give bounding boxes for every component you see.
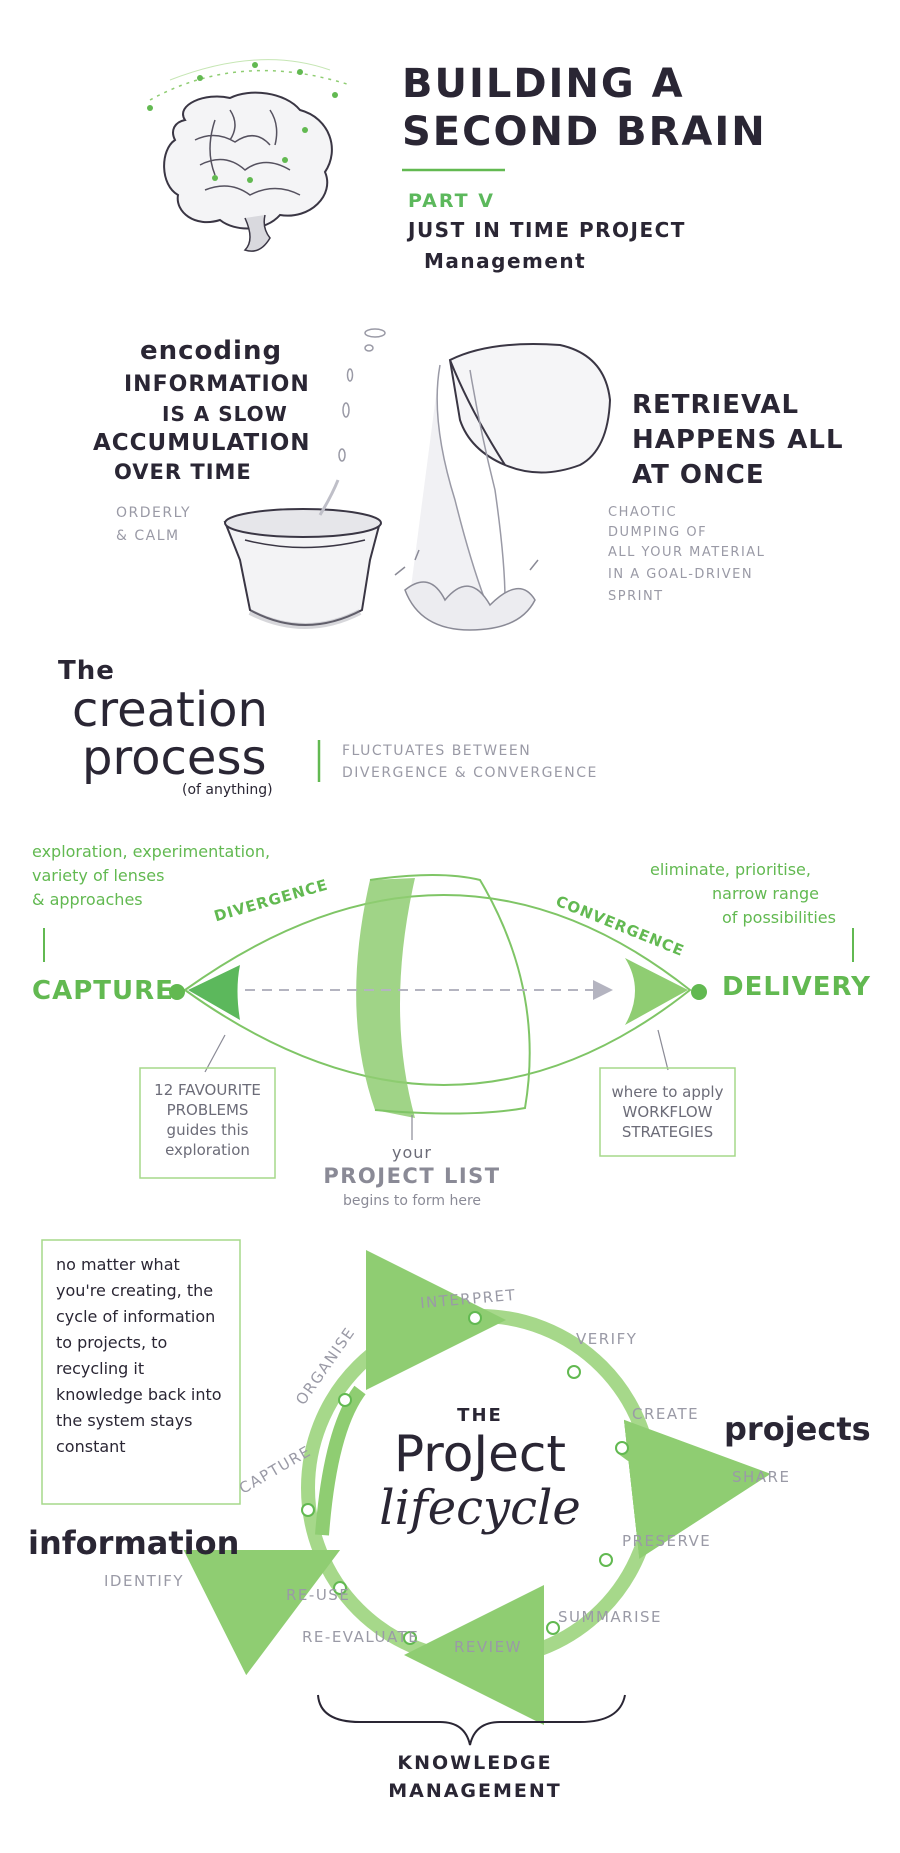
stage-re-evaluate: RE-EVALUATE (302, 1628, 420, 1646)
creation-the: The (58, 656, 115, 686)
creation-note-2: DIVERGENCE & CONVERGENCE (342, 765, 598, 781)
lifecycle-cycle (183, 1250, 771, 1725)
workflow-strategies-box: where to apply WORKFLOW STRATEGIES (611, 1083, 724, 1141)
retrieval-note-5: SPRINT (608, 589, 664, 604)
retrieval-note-4: IN A GOAL-DRIVEN (608, 567, 754, 582)
subtitle-line-2: Management (424, 249, 587, 273)
divergence-note-1: exploration, experimentation, (32, 842, 271, 861)
process-word: process (82, 730, 267, 786)
management-label: MANAGEMENT (388, 1780, 562, 1802)
plant-pot-icon (223, 328, 386, 629)
subtitle-line-1: JUST IN TIME PROJECT (408, 218, 686, 242)
convergence-note-3: of possibilities (722, 908, 836, 927)
capture-label: CAPTURE (32, 976, 174, 1006)
brain-icon (147, 59, 351, 252)
information-label: information (28, 1524, 240, 1562)
title-line-2: SECOND BRAIN (402, 109, 767, 155)
retrieval-line-3: AT ONCE (632, 460, 765, 490)
divergence-convergence-diagram (43, 874, 854, 1179)
stage-verify: VERIFY (576, 1330, 638, 1348)
favourite-problems-box: 12 FAVOURITE PROBLEMS guides this explor… (154, 1081, 261, 1159)
encoding-line-5: OVER TIME (114, 460, 252, 484)
encoding-note-2: & CALM (116, 528, 180, 544)
stage-summarise: SUMMARISE (558, 1608, 662, 1626)
lifecycle-the: THE (457, 1405, 503, 1426)
convergence-note-1: eliminate, prioritise, (650, 860, 811, 879)
lifecycle-note-box (41, 1239, 241, 1505)
stage-share: SHARE (732, 1468, 791, 1486)
lifecycle-note: no matter what you're creating, the cycl… (56, 1255, 222, 1456)
retrieval-note-1: CHAOTIC (608, 505, 678, 520)
pouring-pot-icon (394, 343, 612, 631)
divergence-note-3: & approaches (32, 890, 143, 909)
retrieval-note-2: DUMPING OF (608, 525, 708, 540)
encoding-line-1: encoding (140, 336, 283, 366)
knowledge-brace (317, 1694, 626, 1746)
convergence-note-2: narrow range (712, 884, 819, 903)
encoding-line-3: IS A SLOW (162, 402, 288, 426)
begins-label: begins to form here (342, 1193, 482, 1209)
encoding-line-4: ACCUMULATION (93, 430, 311, 456)
knowledge-label: KNOWLEDGE (397, 1752, 553, 1774)
retrieval-note-3: ALL YOUR MATERIAL (608, 545, 766, 560)
projects-label: projects (724, 1410, 871, 1448)
of-anything: (of anything) (182, 782, 273, 798)
part-label: PART V (408, 190, 495, 212)
project-list-label: PROJECT LIST (323, 1164, 501, 1188)
stage-create: CREATE (632, 1405, 700, 1423)
creation-note-1: FLUCTUATES BETWEEN (342, 743, 532, 759)
your-label: your (392, 1143, 432, 1162)
divergence-note-2: variety of lenses (32, 866, 165, 885)
retrieval-line-1: RETRIEVAL (632, 390, 800, 420)
lifecycle-project: ProJect (394, 1425, 566, 1483)
encoding-line-2: INFORMATION (124, 372, 310, 397)
stage-re-use: RE-USE (286, 1586, 351, 1604)
title-line-1: BUILDING A (402, 61, 685, 107)
encoding-note-1: ORDERLY (116, 505, 192, 521)
stage-preserve: PRESERVE (622, 1532, 712, 1550)
creation-word: creation (72, 682, 268, 738)
delivery-label: DELIVERY (722, 972, 871, 1002)
lifecycle-word: lifecycle (379, 1480, 581, 1536)
stage-identify: IDENTIFY (104, 1572, 185, 1590)
stage-review: REVIEW (454, 1638, 522, 1656)
retrieval-line-2: HAPPENS ALL (632, 425, 844, 455)
